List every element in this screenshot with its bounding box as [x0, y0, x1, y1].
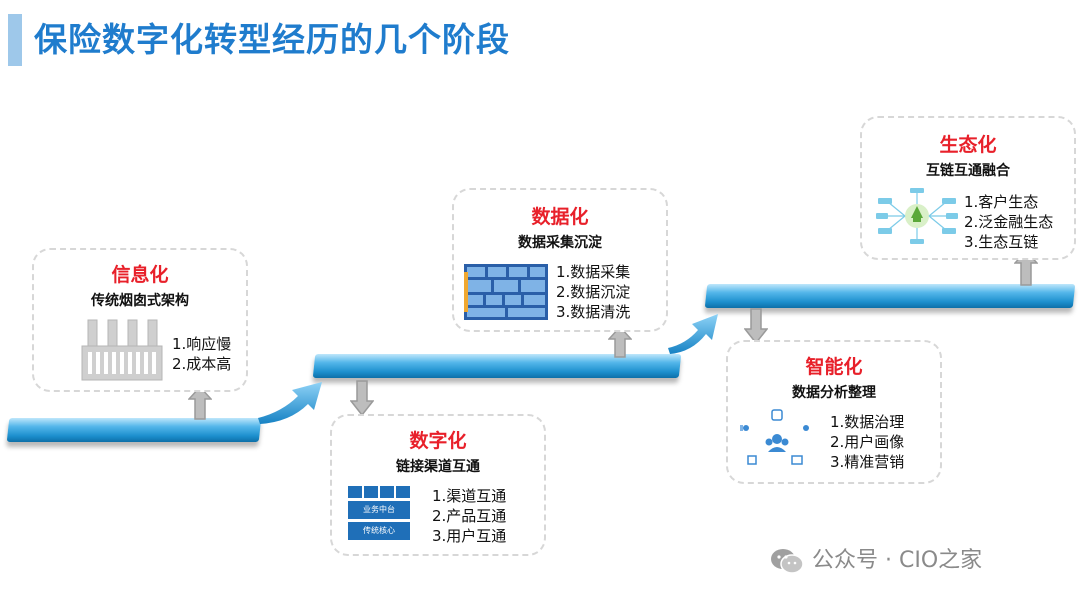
down-arrow-2	[350, 380, 374, 416]
stage-item: 2.泛金融生态	[964, 213, 1054, 231]
stage-item: 2.数据沉淀	[556, 283, 631, 301]
stage-name: 生态化	[939, 134, 997, 156]
stage-name: 智能化	[805, 356, 863, 378]
data-dashboard-icon	[464, 264, 548, 320]
stage-subtitle: 互链互通融合	[926, 163, 1010, 179]
up-arrow-1	[188, 386, 212, 420]
platform-diagram: 业务中台 传统核心	[348, 486, 410, 542]
up-arrow-3	[608, 326, 632, 358]
top-module-row	[348, 486, 410, 498]
stage-name: 数字化	[409, 430, 467, 452]
platform-label-middle: 业务中台	[348, 501, 410, 519]
stage-name: 信息化	[111, 264, 169, 286]
stage-item: 2.成本高	[172, 355, 232, 373]
stage-items: 1.响应慢 2.成本高	[172, 334, 231, 374]
stage-subtitle: 数据分析整理	[792, 385, 876, 401]
stage-items: 1.渠道互通 2.产品互通 3.用户互通	[432, 486, 506, 546]
stage-item: 3.用户互通	[432, 527, 507, 545]
chimney-architecture-icon	[81, 319, 163, 381]
stage-item: 1.响应慢	[172, 335, 232, 353]
stage-items: 1.数据治理 2.用户画像 3.精准营销	[830, 412, 904, 472]
down-arrow-4	[744, 308, 768, 344]
wechat-icon	[771, 549, 804, 574]
stage-card-digitization: 数字化 链接渠道互通 业务中台 传统核心 1.渠道互通 2.产品互通 3.用户互…	[330, 414, 546, 556]
ecosystem-network-icon	[876, 188, 958, 244]
stage-items: 1.数据采集 2.数据沉淀 3.数据清洗	[556, 262, 630, 322]
title-accent-bar	[8, 14, 22, 66]
stair-step-3	[704, 284, 1076, 308]
stage-card-intelligentization: 智能化 数据分析整理 1.数据治理 2.用户画像 3.精准营销	[726, 340, 942, 484]
stage-item: 3.生态互链	[964, 233, 1039, 251]
stage-item: 3.精准营销	[830, 453, 905, 471]
stage-items: 1.客户生态 2.泛金融生态 3.生态互链	[964, 192, 1053, 252]
stage-card-ecosystem: 生态化 互链互通融合 1.客户生态 2.泛金融生态 3.生态互链	[860, 116, 1076, 260]
platform-label-core: 传统核心	[348, 522, 410, 540]
stage-card-datafication: 数据化 数据采集沉淀 1.数据采集 2.数据沉淀 3.数据清洗	[452, 188, 668, 332]
stage-subtitle: 数据采集沉淀	[518, 235, 602, 251]
stage-item: 1.渠道互通	[432, 487, 507, 505]
user-analytics-icon	[740, 409, 809, 465]
stage-item: 2.产品互通	[432, 507, 507, 525]
stage-subtitle: 链接渠道互通	[396, 459, 480, 475]
stage-name: 数据化	[531, 206, 589, 228]
stage-card-informatization: 信息化 传统烟囱式架构 1.响应慢 2.成本高	[32, 248, 248, 392]
curved-arrow-1	[258, 382, 322, 424]
stage-item: 1.数据治理	[830, 413, 905, 431]
page-title: 保险数字化转型经历的几个阶段	[34, 20, 510, 59]
stage-item: 2.用户画像	[830, 433, 905, 451]
stage-subtitle: 传统烟囱式架构	[91, 293, 189, 309]
stair-step-1	[6, 418, 262, 442]
curved-arrow-2	[668, 314, 718, 354]
watermark-text: 公众号 · CIO之家	[812, 548, 983, 573]
stage-item: 3.数据清洗	[556, 303, 631, 321]
stage-item: 1.数据采集	[556, 263, 631, 281]
stage-item: 1.客户生态	[964, 193, 1039, 211]
